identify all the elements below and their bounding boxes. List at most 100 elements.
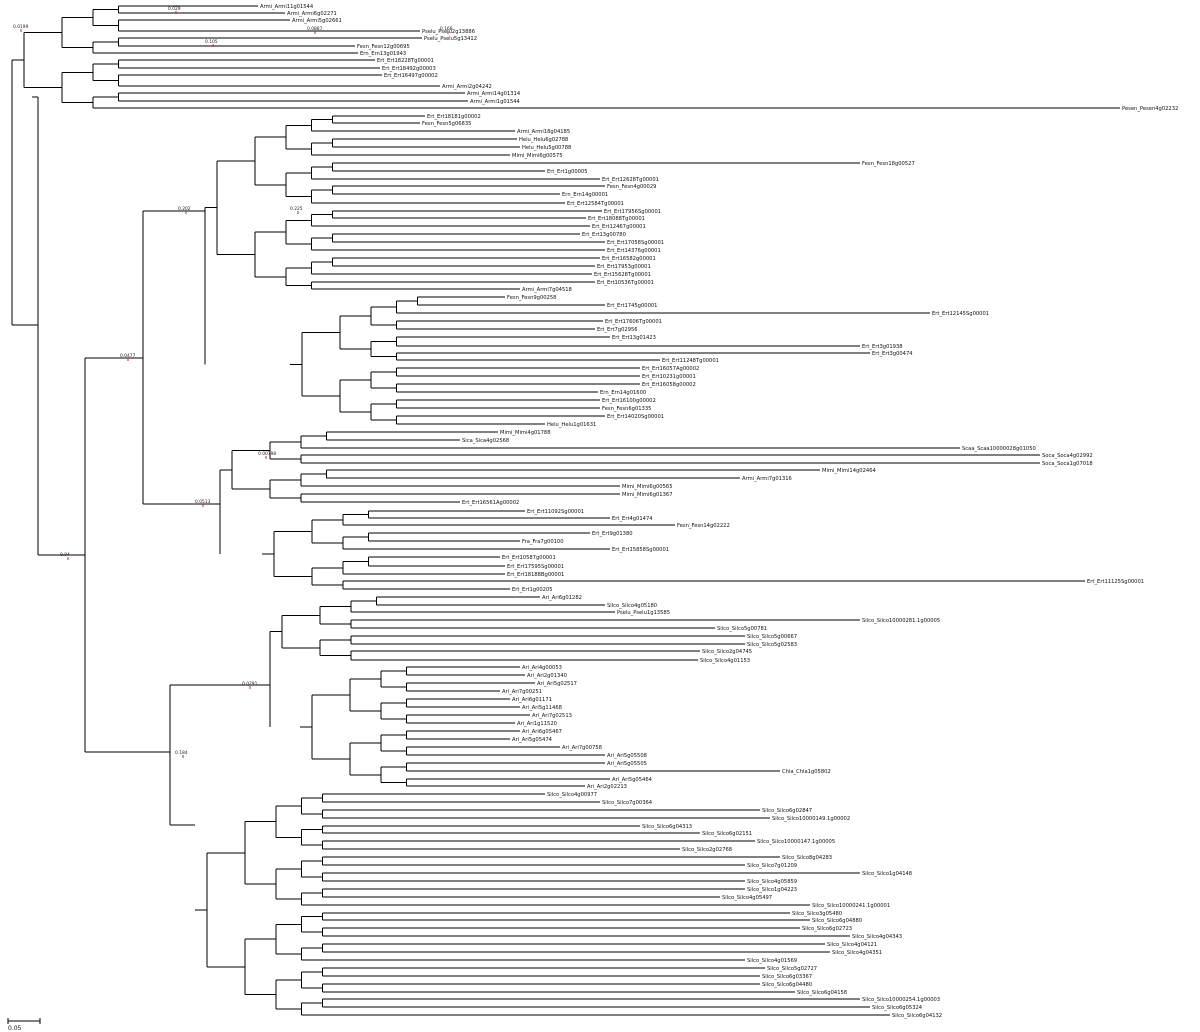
leaf-label: Fesn_Fesn9g00258 (507, 295, 556, 301)
leaf-label: Silco_Silco6g02723 (802, 926, 852, 932)
leaf-label: Ert_Ert10231g00001 (642, 374, 696, 380)
leaf-label: Ert_Ert11125Sg00001 (1087, 579, 1144, 585)
leaf-label: Silco_Silco6g03367 (762, 974, 812, 980)
leaf-label: Armi_Armi7g04518 (522, 287, 572, 293)
leaf-label: Ari_Ari6g05467 (522, 729, 562, 735)
leaf-label: Silco_Silco5g00667 (747, 634, 797, 640)
leaf-label: Silco_Silco6g04158 (797, 990, 847, 996)
leaf-label: Ert_Ert1745g00001 (607, 303, 657, 309)
leaf-label: Ert_Ert17606Tg00001 (605, 319, 662, 325)
leaf-label: Ari_Ari5g05508 (607, 753, 647, 759)
leaf-label: Ert_Ert18492g00003 (382, 66, 436, 72)
leaf-label: Ari_Ari1g11520 (517, 721, 557, 727)
leaf-label: Ari_Ari5g11468 (522, 705, 562, 711)
leaf-label: Ari_Ari6g01282 (542, 595, 582, 601)
branch-length-label: 0.029 (168, 6, 181, 12)
leaf-label: Soca_Soca1g07018 (1042, 461, 1093, 467)
leaf-label: Mimi_Mimi6g00575 (512, 153, 563, 159)
leaf-label: Ert_Ert17956Sg00001 (604, 209, 661, 215)
leaf-label: Silco_Silco4g05497 (722, 895, 772, 901)
branch-length-label: 0.0887 (307, 26, 323, 32)
leaf-label: Armi_Armi18g04185 (517, 129, 570, 135)
leaf-label: Armi_Armi7g01316 (742, 476, 792, 482)
leaf-label: Ern_Ern13g01943 (360, 51, 406, 57)
leaf-label: Soca_Soca4g02992 (1042, 453, 1093, 459)
tree-branches (11, 5, 1120, 1016)
leaf-label: Silco_Silco4g04351 (832, 950, 882, 956)
leaf-label: Ert_Ert12628Tg00001 (602, 177, 659, 183)
leaf-label: Ert_Ert15858Sg00001 (612, 547, 669, 553)
leaf-label: Ert_Ert12467g00001 (592, 224, 646, 230)
leaf-label: Pselu_Pselu1g13585 (617, 610, 670, 616)
leaf-label: Helu_Helu1g01631 (547, 422, 596, 428)
leaf-label: Silco_Silco4g04121 (827, 942, 877, 948)
leaf-label: Ern_Ern14g01600 (600, 390, 646, 396)
leaf-label: Silco_Silco4g05180 (607, 603, 657, 609)
leaf-label: Silco_Silco5g00781 (717, 626, 767, 632)
leaf-label: Armi_Armi14g01314 (467, 91, 521, 97)
leaf-label: Silco_Silco8g04283 (782, 855, 832, 861)
leaf-label: Mimi_Mimi4g01788 (500, 430, 551, 436)
leaf-label: Ert_Ert11092Sg00001 (527, 509, 584, 515)
leaf-label: Ert_Ert16057Ag00002 (642, 366, 699, 372)
leaf-label: Ert_Ert17595Sg00001 (507, 564, 564, 570)
leaf-label: Silco_Silco7g01209 (747, 863, 797, 869)
leaf-label: Fra_Fra7g00100 (522, 539, 564, 545)
leaf-label: Silco_Silco6g04880 (812, 918, 862, 924)
leaf-label: Ari_Ari7g00251 (502, 689, 542, 695)
branch-length-label: 0.0291 (242, 681, 258, 687)
leaf-label: Ari_Ari7g02513 (532, 713, 572, 719)
leaf-label: Ert_Ert11248Tg00001 (662, 358, 719, 364)
leaf-label: Ert_Ert16058g00002 (642, 382, 696, 388)
leaf-label: Silco_Silco6g04132 (892, 1013, 942, 1019)
leaf-label: Ari_Ari2g02213 (587, 784, 627, 790)
leaf-label: Ari_Ari5g05474 (512, 737, 553, 743)
leaf-label: Silco_Silco5g02583 (747, 642, 797, 648)
leaf-label: Silco_Silco6g05324 (872, 1005, 923, 1011)
leaf-label: Silco_Silco10000254.1g00003 (862, 997, 940, 1003)
leaf-label: Ert_Ert7g02956 (597, 327, 638, 333)
leaf-label: Silco_Silco4g05859 (747, 879, 797, 885)
leaf-label: Ert_Ert3g01938 (862, 344, 903, 350)
leaf-label: Silco_Silco6g04480 (762, 982, 812, 988)
leaf-label: Fesn_Fesn12g00695 (357, 44, 410, 50)
leaf-label: Ert_Ert10536Tg00001 (597, 280, 654, 286)
leaf-label: Ert_Ert1g00205 (512, 587, 553, 593)
leaf-label: Ert_Ert16497g00002 (384, 73, 438, 79)
scale-bar: 0.05 (7, 1018, 41, 1032)
leaf-label: Silco_Silco10000147.1g00005 (757, 839, 835, 845)
leaf-label: Armi_Armi1g01544 (470, 99, 521, 105)
leaf-label: Ert_Ert16561Ag00002 (462, 500, 519, 506)
leaf-label: Silco_Silco2g02768 (682, 847, 732, 853)
leaf-label: Fesn_Fesn4g00029 (607, 184, 656, 190)
leaf-label: Ari_Ari5g05505 (607, 761, 647, 767)
leaf-label: Silco_Silco3g05480 (792, 911, 842, 917)
leaf-label: Armi_Armi5g02661 (292, 18, 342, 24)
leaf-label: Silco_Silco5g02727 (767, 966, 817, 972)
leaf-label: Ert_Ert10587g00001 (502, 555, 556, 561)
branch-length-label: 0.105 (205, 39, 218, 45)
leaf-label: Ert_Ert17953g00001 (597, 264, 651, 270)
leaf-label: Fesn_Fesn18g00527 (862, 161, 915, 167)
leaf-label: Ari_Ari5g02517 (537, 681, 577, 687)
leaf-label: Ert_Ert13g01423 (612, 335, 656, 341)
leaf-label: Silco_Silco2g04745 (702, 649, 752, 655)
leaf-label: Armi_Armi6g02271 (287, 11, 337, 17)
leaf-label: Ari_Ari2g01340 (527, 673, 567, 679)
scale-bar-label: 0.05 (8, 1025, 22, 1032)
leaf-label: Silco_Silco4g00977 (547, 792, 597, 798)
leaf-label: Ert_Ert12145Sg00001 (932, 311, 989, 317)
leaf-label: Ert_Ert16100g00002 (602, 398, 656, 404)
branch-length-label: 0.04 (60, 552, 70, 558)
leaf-label: Ert_Ert17058Sg00001 (607, 240, 664, 246)
branch-length-label: 0.0199 (13, 24, 29, 30)
leaf-label: Silco_Silco10000241.1g00001 (812, 903, 890, 909)
leaf-label: Ert_Ert9g01380 (592, 531, 633, 537)
leaf-label: Ert_Ert1g00005 (547, 169, 588, 175)
branch-length-label: 0.225 (290, 206, 303, 212)
leaf-label: Chla_Chla1g05802 (782, 769, 831, 775)
leaf-label: Silco_Silco7g00364 (602, 800, 653, 806)
leaf-label: Ari_Ari7g00758 (562, 745, 602, 751)
leaf-label: Silco_Silco1g04223 (747, 887, 797, 893)
